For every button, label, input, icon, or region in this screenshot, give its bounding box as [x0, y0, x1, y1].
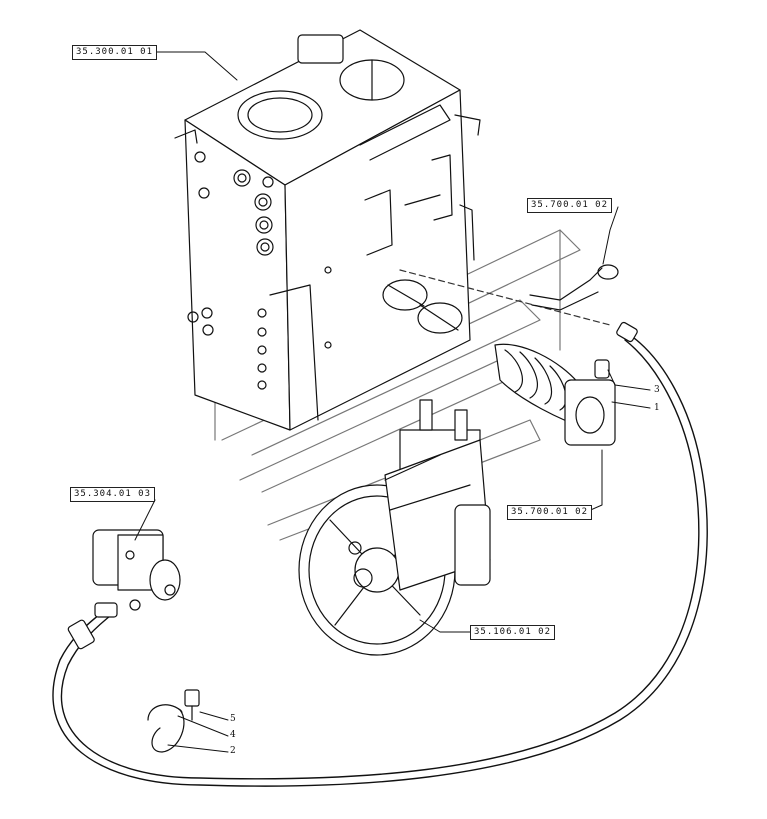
hose	[52, 321, 708, 787]
suction-strainer	[382, 279, 463, 334]
callout-4: 4	[230, 730, 236, 740]
main-hydraulic-pump	[298, 399, 491, 656]
callout-5: 5	[230, 714, 236, 724]
tank-ports	[187, 151, 332, 390]
gear-pump	[92, 529, 181, 611]
ref-pipe-upper: 35.700.01 02	[527, 198, 613, 213]
callout-1: 1	[654, 403, 660, 413]
hose-clamp	[147, 689, 200, 753]
pipe-upper	[399, 264, 619, 326]
callout-3: 3	[654, 385, 660, 395]
ref-pipe-lower: 35.700.01 02	[507, 505, 593, 520]
suction-bellows	[494, 343, 616, 446]
callout-2: 2	[230, 746, 236, 756]
ref-main-pump: 35.106.01 02	[470, 625, 556, 640]
ref-gear-pump: 35.304.01 03	[70, 487, 156, 502]
ref-tank: 35.300.01 01	[72, 45, 158, 60]
